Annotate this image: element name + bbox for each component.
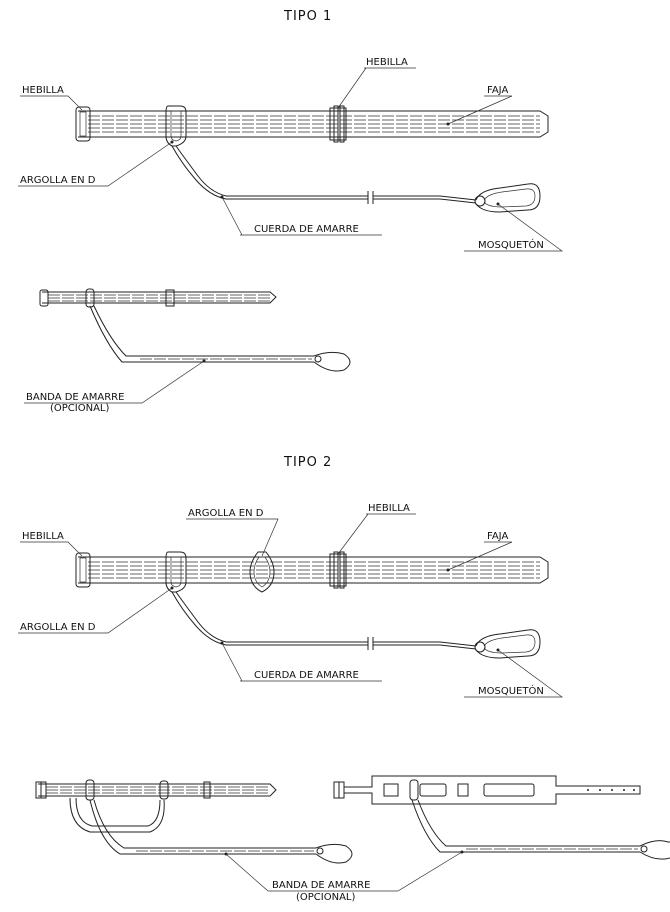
tipo1-label-cuerda: CUERDA DE AMARRE [254, 224, 359, 235]
tipo2-padded-belt-right [333, 775, 670, 860]
tipo2-label-argolla-top: ARGOLLA EN D [188, 508, 264, 519]
tipo2-label-mosqueton: MOSQUETÓN [478, 684, 544, 697]
tipo1-label-banda-1: BANDA DE AMARRE [26, 392, 124, 403]
tipo2-label-hebilla-left: HEBILLA [22, 531, 64, 542]
tipo1-label-faja: FAJA [487, 85, 508, 96]
tipo1-small-belt [39, 288, 277, 308]
tipo1-label-hebilla-left: HEBILLA [22, 85, 64, 96]
tipo2-second-d-ring [249, 551, 275, 593]
tipo2-label-banda-2: (OPCIONAL) [296, 892, 355, 903]
tipo1-label-banda-2: (OPCIONAL) [50, 403, 109, 414]
tipo2-faja [75, 551, 549, 593]
tipo2-label-cuerda: CUERDA DE AMARRE [254, 670, 359, 681]
tipo2-label-faja: FAJA [487, 531, 508, 542]
tipo2-label-banda-1: BANDA DE AMARRE [272, 880, 370, 891]
tipo2-cuerda-de-amarre [171, 591, 541, 659]
tipo1-cuerda-de-amarre [171, 145, 541, 213]
tipo2-small-belt-left [35, 779, 353, 864]
tipo1-label-mosqueton: MOSQUETÓN [478, 238, 544, 251]
tipo1-title: TIPO 1 [283, 9, 332, 24]
tipo1-faja [75, 105, 549, 147]
tipo1-banda-amarre [93, 305, 314, 357]
tipo1-label-hebilla-top: HEBILLA [366, 57, 408, 68]
tipo1-label-argolla: ARGOLLA EN D [20, 175, 96, 186]
tipo2-label-argolla: ARGOLLA EN D [20, 622, 96, 633]
tipo2-title: TIPO 2 [283, 455, 332, 470]
tipo2-label-hebilla-top: HEBILLA [368, 503, 410, 514]
